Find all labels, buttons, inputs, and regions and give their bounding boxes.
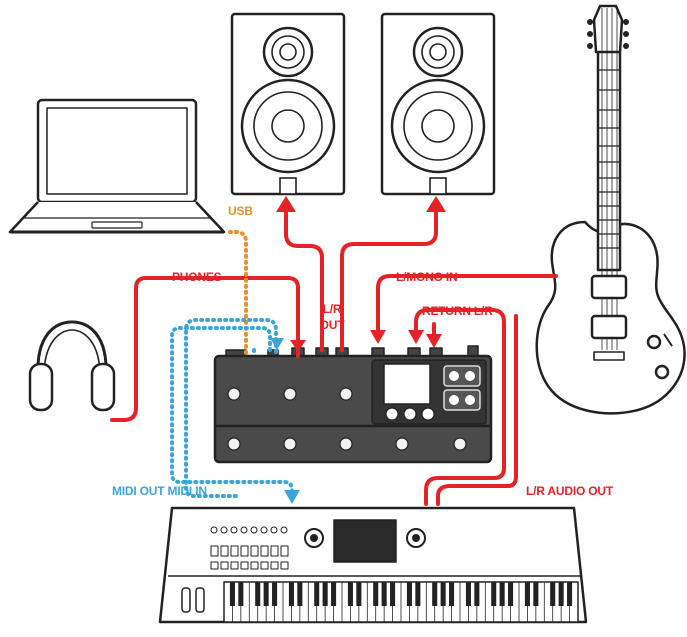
black-key xyxy=(381,582,387,606)
black-key xyxy=(406,582,412,606)
lr-out-left-cable xyxy=(284,208,324,352)
black-key xyxy=(373,582,379,606)
black-key xyxy=(508,582,514,606)
black-key xyxy=(533,582,539,606)
lr-out-label-line2: OUT xyxy=(319,318,345,332)
midi-out-midi-in-label: MIDI OUT MIDI IN xyxy=(112,484,207,498)
black-key xyxy=(238,582,244,606)
usb-cable xyxy=(228,230,248,356)
black-key xyxy=(432,582,438,606)
arrow-speaker-right xyxy=(426,196,446,212)
l-mono-in-label: L/MONO IN xyxy=(396,270,458,284)
return-right-cable xyxy=(436,314,518,506)
black-key xyxy=(347,582,353,606)
black-key xyxy=(550,582,556,606)
arrow-midi-keyboard xyxy=(284,490,300,504)
black-key xyxy=(322,582,328,606)
electric-guitar-icon xyxy=(535,4,686,415)
arrow-speaker-left xyxy=(276,196,296,212)
headphones-icon xyxy=(28,320,116,412)
midi-in-cable xyxy=(170,326,294,498)
speaker-left-icon xyxy=(230,12,346,196)
black-key xyxy=(567,582,573,606)
black-key xyxy=(449,582,455,606)
return-left-cable xyxy=(414,308,506,506)
black-key xyxy=(263,582,269,606)
black-key xyxy=(465,582,471,606)
arrow-midi-jack xyxy=(270,338,284,350)
black-key xyxy=(390,582,396,606)
black-key xyxy=(415,582,421,606)
guitar-input-cable xyxy=(376,274,558,332)
multi-effects-pedalboard-icon xyxy=(213,345,493,464)
black-key xyxy=(314,582,320,606)
speaker-right-icon xyxy=(380,12,496,196)
lr-audio-out-label: L/R AUDIO OUT xyxy=(526,484,613,498)
black-key xyxy=(297,582,303,606)
arrow-return-left xyxy=(408,330,424,344)
black-key xyxy=(558,582,564,606)
black-key xyxy=(288,582,294,606)
lr-out-label-line1: L/R xyxy=(322,302,342,316)
black-key xyxy=(474,582,480,606)
black-key xyxy=(331,582,337,606)
black-key xyxy=(499,582,505,606)
lr-out-right-cable xyxy=(340,208,438,352)
midi-out-cable xyxy=(184,318,278,498)
phones-cable xyxy=(110,276,300,422)
keyboard-synth-icon xyxy=(158,506,588,624)
arrow-l-mono-in xyxy=(370,330,386,344)
black-key xyxy=(440,582,446,606)
black-key xyxy=(491,582,497,606)
arrow-return-right xyxy=(426,334,442,348)
phones-label: PHONES xyxy=(172,270,222,284)
arrow-phones-jack xyxy=(290,340,306,352)
black-key xyxy=(255,582,261,606)
usb-label: USB xyxy=(228,204,253,218)
black-key xyxy=(524,582,530,606)
return-lr-label: RETURN L/R xyxy=(422,304,493,318)
black-key xyxy=(272,582,278,606)
laptop-icon xyxy=(8,98,226,234)
black-key xyxy=(356,582,362,606)
black-key xyxy=(229,582,235,606)
